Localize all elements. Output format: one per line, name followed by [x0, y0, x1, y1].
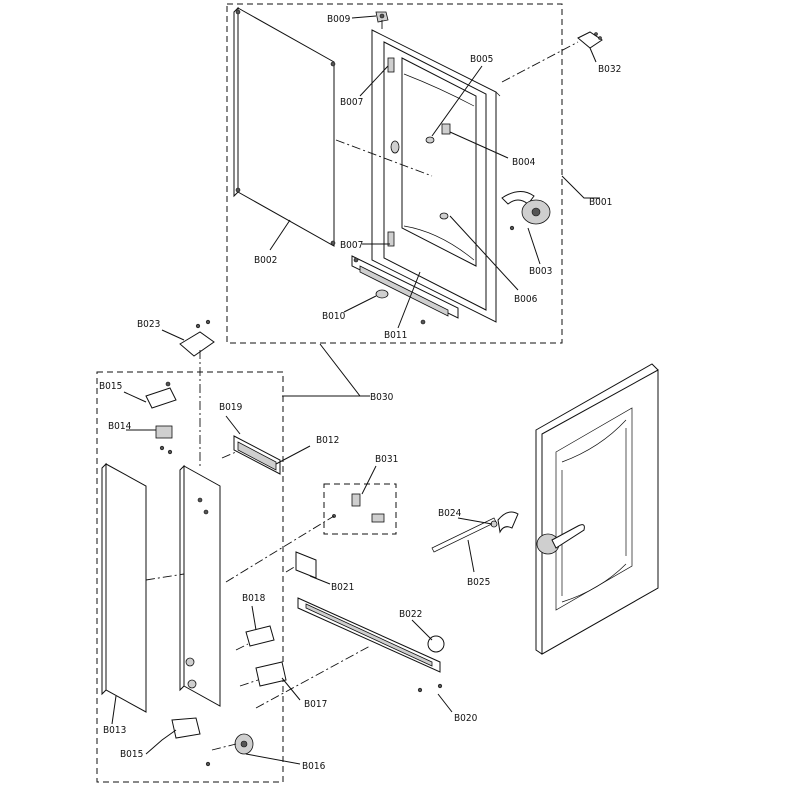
label-b001: B001: [589, 197, 612, 208]
hinge-b012-part: [233, 435, 281, 475]
upper-door-assembly-box: [226, 3, 563, 344]
hinge-b015-top-part: [145, 381, 177, 409]
label-b002: B002: [254, 255, 277, 266]
label-b031: B031: [375, 454, 398, 465]
door-frame-part: [371, 29, 501, 323]
label-b023: B023: [137, 319, 160, 330]
bracket-b018-part: [245, 625, 275, 647]
lower-hinge-assembly-box: [96, 371, 284, 783]
hinge-plate-part: [179, 464, 221, 707]
label-b013: B013: [103, 725, 126, 736]
label-b011: B011: [384, 330, 407, 341]
catch-b004-part: [441, 123, 451, 135]
bottom-rail-part: [351, 255, 459, 325]
label-b015-top: B015: [99, 381, 122, 392]
label-b007-bottom: B007: [340, 240, 363, 251]
label-b030: B030: [370, 392, 394, 403]
wheel-b016-part: [205, 733, 254, 767]
leader-lines: [111, 15, 600, 765]
bracket-b023-part: [179, 319, 215, 357]
label-b018: B018: [242, 593, 266, 604]
label-b012: B012: [316, 435, 339, 446]
rail-b020-part: [297, 597, 441, 673]
bolt-b020-part: [417, 683, 443, 693]
handle-b003-part: [501, 191, 551, 231]
pin-b006-part: [439, 212, 449, 220]
label-b025: B025: [467, 577, 490, 588]
lock-b024-part: [431, 511, 519, 553]
label-b024: B024: [438, 508, 462, 519]
label-b021: B021: [331, 582, 354, 593]
label-b003: B003: [529, 266, 552, 277]
label-b032: B032: [598, 64, 621, 75]
label-b020: B020: [454, 713, 478, 724]
label-b014: B014: [108, 421, 132, 432]
label-b006: B006: [514, 294, 538, 305]
label-b007-top: B007: [340, 97, 363, 108]
bracket-b021-part: [295, 551, 317, 579]
bracket-b014-part: [155, 425, 173, 455]
label-b009: B009: [327, 14, 351, 25]
bracket-b032-part: [577, 31, 603, 49]
b031-parts: [332, 493, 385, 523]
label-b022: B022: [399, 609, 422, 620]
bracket-b010-part: [375, 289, 389, 299]
label-b010: B010: [322, 311, 346, 322]
b031-detail-box: [323, 483, 397, 535]
label-b016: B016: [302, 761, 326, 772]
label-b017: B017: [304, 699, 327, 710]
hinge-b015-bottom-part: [171, 717, 201, 739]
label-b005: B005: [470, 54, 493, 65]
glass-panel-part: [233, 6, 336, 247]
label-b004: B004: [512, 157, 536, 168]
top-hinge-b009-part: [375, 11, 389, 23]
pin-b005-part: [425, 136, 435, 144]
assembled-door-part: [535, 363, 659, 655]
label-b015-bottom: B015: [120, 749, 143, 760]
bracket-b017-part: [255, 661, 287, 687]
label-b019: B019: [219, 402, 243, 413]
cover-panel-b013-part: [101, 462, 147, 713]
